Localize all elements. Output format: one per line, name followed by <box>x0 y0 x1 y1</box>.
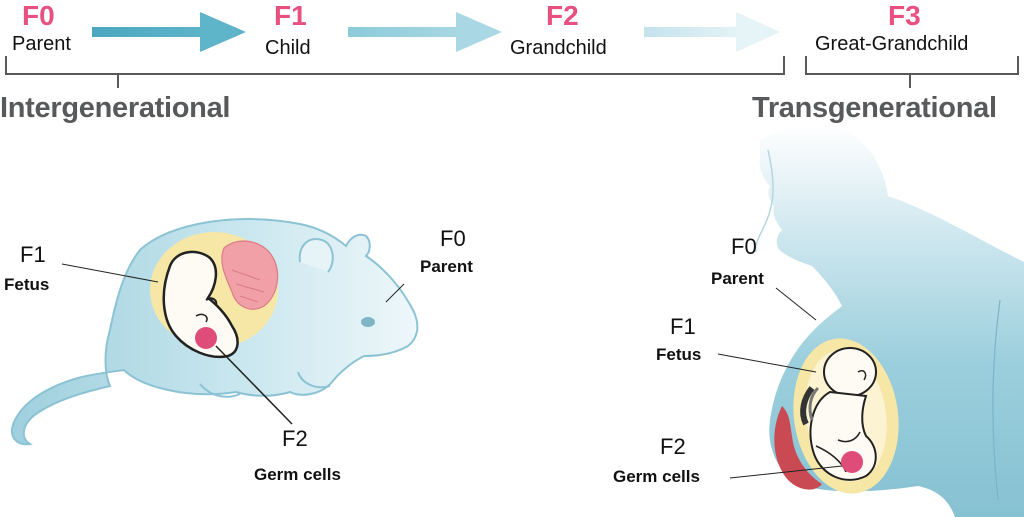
mouse-f1-code: F1 <box>20 242 46 267</box>
transgenerational-heading: Transgenerational <box>752 92 997 124</box>
mouse-f2-leader <box>215 345 293 425</box>
human-f0-code: F0 <box>731 234 757 259</box>
mouse-f1-label: Fetus <box>4 275 50 294</box>
mouse-f2-label: Germ cells <box>254 465 341 484</box>
gen-f1-name: Child <box>265 37 311 59</box>
human-f2-code: F2 <box>660 434 686 459</box>
human-f2-label: Germ cells <box>613 467 700 486</box>
mouse-f0-label: Parent <box>420 257 473 276</box>
mouse-f0-code: F0 <box>440 226 466 251</box>
mouse-f2-code: F2 <box>282 426 308 451</box>
gen-f0-code: F0 <box>22 0 55 31</box>
gen-f3-name: Great-Grandchild <box>815 33 969 55</box>
gen-f0-name: Parent <box>12 33 71 55</box>
gen-f1-code: F1 <box>274 0 307 31</box>
human-placenta <box>774 406 822 490</box>
gen-f3-code: F3 <box>888 0 921 31</box>
human-f1-code: F1 <box>670 314 696 339</box>
arrow-f0-f1 <box>92 12 246 52</box>
mouse-germ-cell <box>195 327 217 349</box>
human-f0-label: Parent <box>711 269 764 288</box>
intergenerational-bracket <box>5 56 785 88</box>
human-f1-label: Fetus <box>656 345 702 364</box>
human-f2-leader <box>729 465 843 479</box>
arrow-f2-f3 <box>644 12 780 52</box>
gen-f2-code: F2 <box>546 0 579 31</box>
intergenerational-heading: Intergenerational <box>0 92 231 124</box>
gen-f2-name: Grandchild <box>510 37 607 59</box>
mouse-f1-leader <box>61 263 159 283</box>
human-f0-leader <box>775 287 817 321</box>
human-germ-cell <box>841 451 863 473</box>
arrow-f1-f2 <box>348 12 502 52</box>
mouse-f0-leader <box>385 283 405 303</box>
human-f1-leader <box>717 353 817 373</box>
transgenerational-bracket <box>805 56 1019 88</box>
mouse-fetus <box>162 250 239 359</box>
